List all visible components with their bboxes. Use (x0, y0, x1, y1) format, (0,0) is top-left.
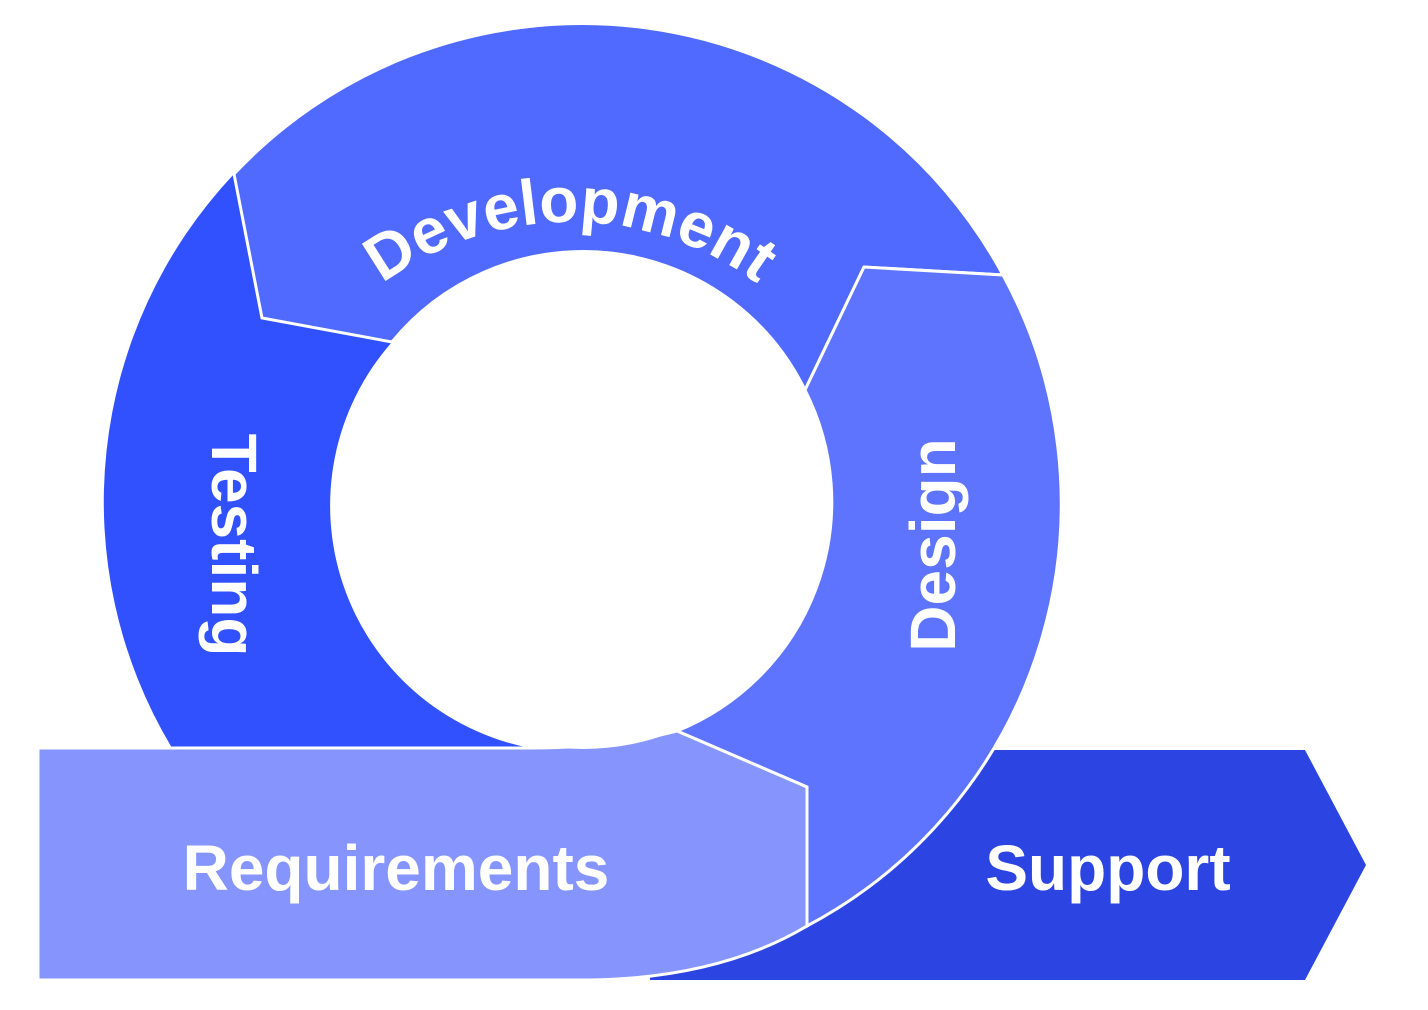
requirements-label: Requirements (183, 832, 610, 904)
testing-label: Testing (198, 434, 270, 657)
design-label: Design (897, 438, 969, 651)
testing-segment (103, 174, 531, 748)
support-label: Support (985, 832, 1230, 904)
design-segment (673, 265, 1063, 929)
center-hole (336, 255, 830, 749)
development-segment (232, 22, 1006, 394)
